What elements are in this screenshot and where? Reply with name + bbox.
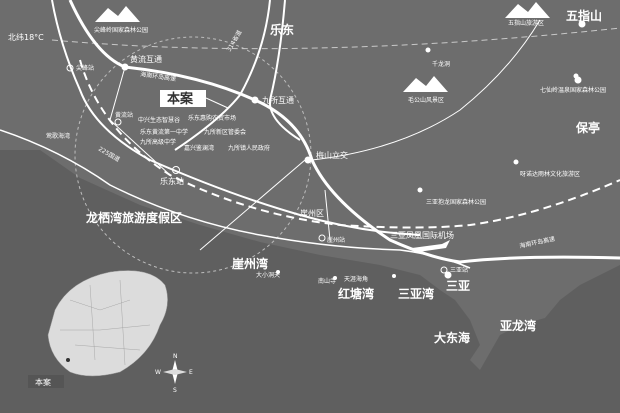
road-yazhou [324,189,331,241]
scenic-dots [276,47,579,280]
project-pointer [205,97,229,109]
latitude-label: 北纬18°C [8,32,44,42]
bay-sanyawan: 三亚湾 [398,286,434,301]
meishan-interchange-dot [304,156,312,164]
city-sanya: 三亚 [446,279,470,293]
road-to-ledong [268,0,301,141]
facility-2: 九所新区管委会 [204,128,246,136]
road-diagonal [199,159,306,251]
jiusuo-interchange-dot [251,96,259,104]
city-ledong: 乐东 [270,22,294,37]
inset-project-marker [66,358,70,362]
label-baopoling: 三亚抱龙国家森林公园 [426,198,486,206]
latitude-line [51,27,620,50]
compass-s: S [173,387,177,394]
label-qixianling: 七仙岭温泉国家森林公园 [540,86,606,94]
g225-road [0,129,471,269]
facility-5: 九所高级中学 [140,138,176,146]
label-daxiaodongtian: 大小洞天 [256,271,280,279]
facility-4: 乐东黄流第一中学 [140,128,188,136]
label-g225: 225国道 [97,145,121,164]
compass-icon: N E S W [155,353,193,394]
bay-yalongwan: 亚龙湾 [500,318,536,333]
label-yinggehai: 莺歌海湾 [46,132,70,140]
bay-dadonghai: 大东海 [434,330,470,345]
railway [79,59,620,229]
label-jiusuo-interchange: 九所互通 [262,95,294,105]
ledong-station-icon [172,166,180,174]
coast-landmass [0,150,620,413]
label-yazhou-station: 崖州站 [327,236,345,244]
label-qianlong: 千龙洞 [432,60,450,68]
compass-w: W [155,369,161,376]
compass-e: E [189,369,193,376]
sanya-dot [444,271,452,279]
compass-n: N [173,353,178,360]
jianfeng-station-icon [66,64,74,72]
label-huangliu-station: 黄流站 [115,111,133,119]
inset-label-box [28,375,64,388]
label-wuzhishan-area: 五指山旅游区 [508,19,544,27]
label-yazhou-district: 崖州区 [300,209,324,218]
label-maogan: 毛公山风景区 [408,96,444,104]
facility-6: 嘉兴鉴澜湾 [184,144,214,152]
label-airport: 三亚凤凰国际机场 [390,230,454,240]
label-s314: 314省道 [225,29,244,53]
city-wuzhishan: 五指山 [566,8,602,23]
mountain-icon [95,2,550,92]
city-baoting: 保亭 [575,120,600,135]
road-east [311,19,541,161]
yazhou-station-icon [318,234,326,242]
label-huangliu-interchange: 黄流互通 [130,54,162,64]
wuzhishan-dot [578,20,586,28]
s314-road [174,0,271,151]
label-hainan-ring-east: 海南环岛高速 [519,235,556,250]
label-ledong-station: 乐东站 [160,176,184,186]
huangliu-interchange-dot [121,63,129,71]
bay-longqi: 龙栖湾旅游度假区 [86,210,182,225]
facility-0: 中兴生态智慧谷 [138,116,180,124]
project-label-box [160,90,206,107]
label-jianfengling: 尖峰岭国家森林公园 [94,26,148,34]
facility-3: 九所镇人民政府 [228,144,270,152]
label-hainuoda: 呀诺达雨林文化旅游区 [520,170,580,178]
label-tianya: 天涯海角 [344,275,368,283]
project-label: 本案 [167,91,194,107]
facility-1: 乐东惠购农贸市场 [188,114,236,122]
label-jianfeng-station: 尖峰站 [76,64,94,72]
bay-yazhouwan: 崖州湾 [232,256,268,271]
label-nanshan: 南山寺 [318,277,336,285]
huangliu-station-icon [114,118,122,126]
label-meishan-interchange: 梅山立交 [316,150,348,160]
inset-label: 本案 [35,377,51,387]
airplane-icon [412,240,450,252]
label-sanya-station: 三亚站 [450,266,468,274]
inset-map: 本案 [28,270,168,388]
sanya-station-icon [440,266,448,274]
bay-hongtang: 红塘湾 [338,286,374,301]
